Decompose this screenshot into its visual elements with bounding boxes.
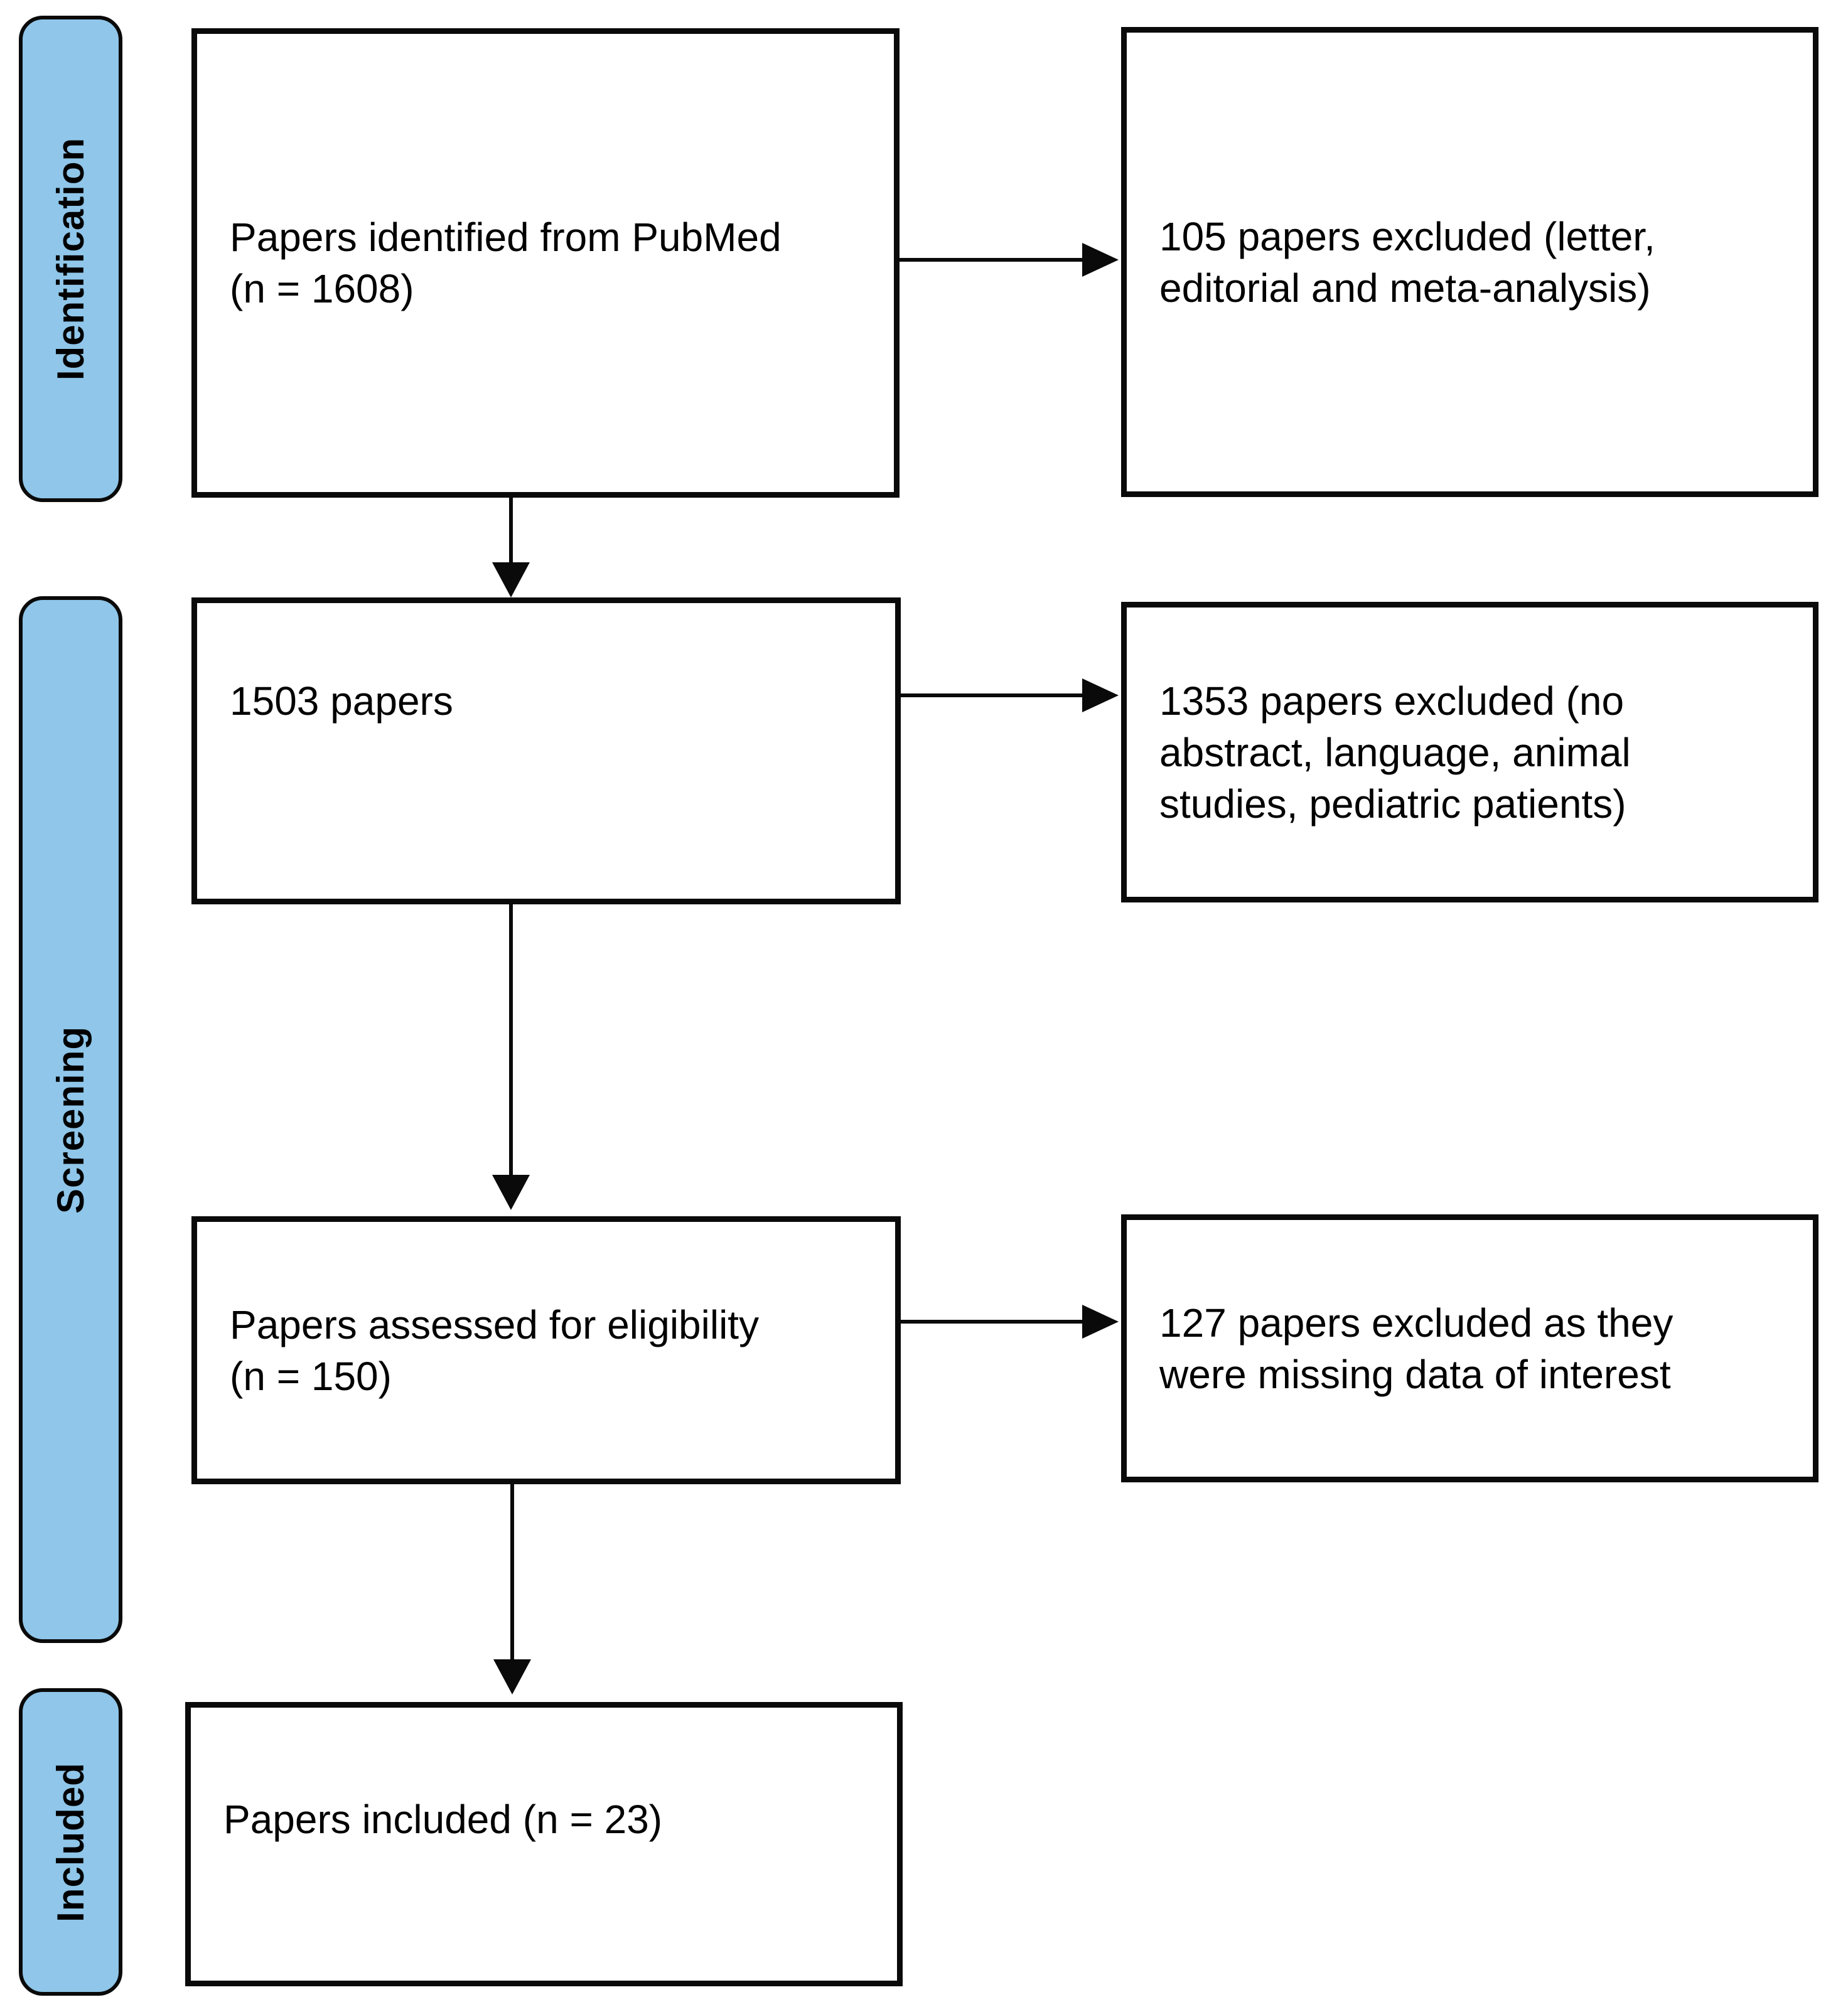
flow-box-papers-included: Papers included (n = 23) [185,1702,903,1986]
arrow-right-connector-3 [901,1320,1083,1324]
box-text-line: 1353 papers excluded (no [1159,678,1625,724]
box-text-line: were missing data of interest [1159,1351,1671,1397]
stage-bar-included: Included [19,1688,122,1996]
box-text-line: Papers assessed for eligibility [230,1302,760,1347]
arrowhead-down-icon [492,1175,530,1210]
arrow-right-connector-1 [900,258,1083,262]
box-text-line: abstract, language, animal [1159,729,1631,775]
flow-box-papers-identified: Papers identified from PubMed (n = 1608) [191,28,900,498]
flow-box-excluded-screening: 1353 papers excluded (no abstract, langu… [1121,602,1818,902]
box-text-line: Papers identified from PubMed [230,215,782,260]
arrowhead-right-icon [1082,243,1119,277]
flow-box-excluded-identification: 105 papers excluded (letter, editorial a… [1121,27,1818,497]
arrow-down-connector-3 [510,1484,514,1661]
arrowhead-right-icon [1082,1305,1119,1339]
stage-label-identification: Identification [50,137,92,381]
arrowhead-down-icon [492,562,530,597]
box-text-line: 1503 papers [230,678,453,724]
stage-bar-identification: Identification [19,16,122,502]
box-text-line: 127 papers excluded as they [1159,1300,1673,1346]
flow-box-excluded-eligibility: 127 papers excluded as they were missing… [1121,1214,1818,1482]
box-text-line: editorial and meta-analysis) [1159,265,1651,311]
arrowhead-right-icon [1082,678,1119,712]
box-text-line: (n = 1608) [230,266,414,311]
box-text-line: Papers included (n = 23) [223,1796,663,1842]
box-text-line: studies, pediatric patients) [1159,781,1626,827]
box-text-line: 105 papers excluded (letter, [1159,213,1655,259]
stage-bar-screening: Screening [19,596,122,1643]
flow-box-papers-assessed: Papers assessed for eligibility (n = 150… [191,1216,901,1484]
flow-box-papers-screened: 1503 papers [191,597,901,904]
stage-label-included: Included [50,1762,92,1922]
arrow-down-connector-2 [509,904,513,1176]
arrowhead-down-icon [493,1659,531,1694]
stage-label-screening: Screening [50,1025,92,1214]
box-text-line: (n = 150) [230,1353,392,1399]
arrow-down-connector-1 [509,498,513,565]
arrow-right-connector-2 [901,693,1083,697]
